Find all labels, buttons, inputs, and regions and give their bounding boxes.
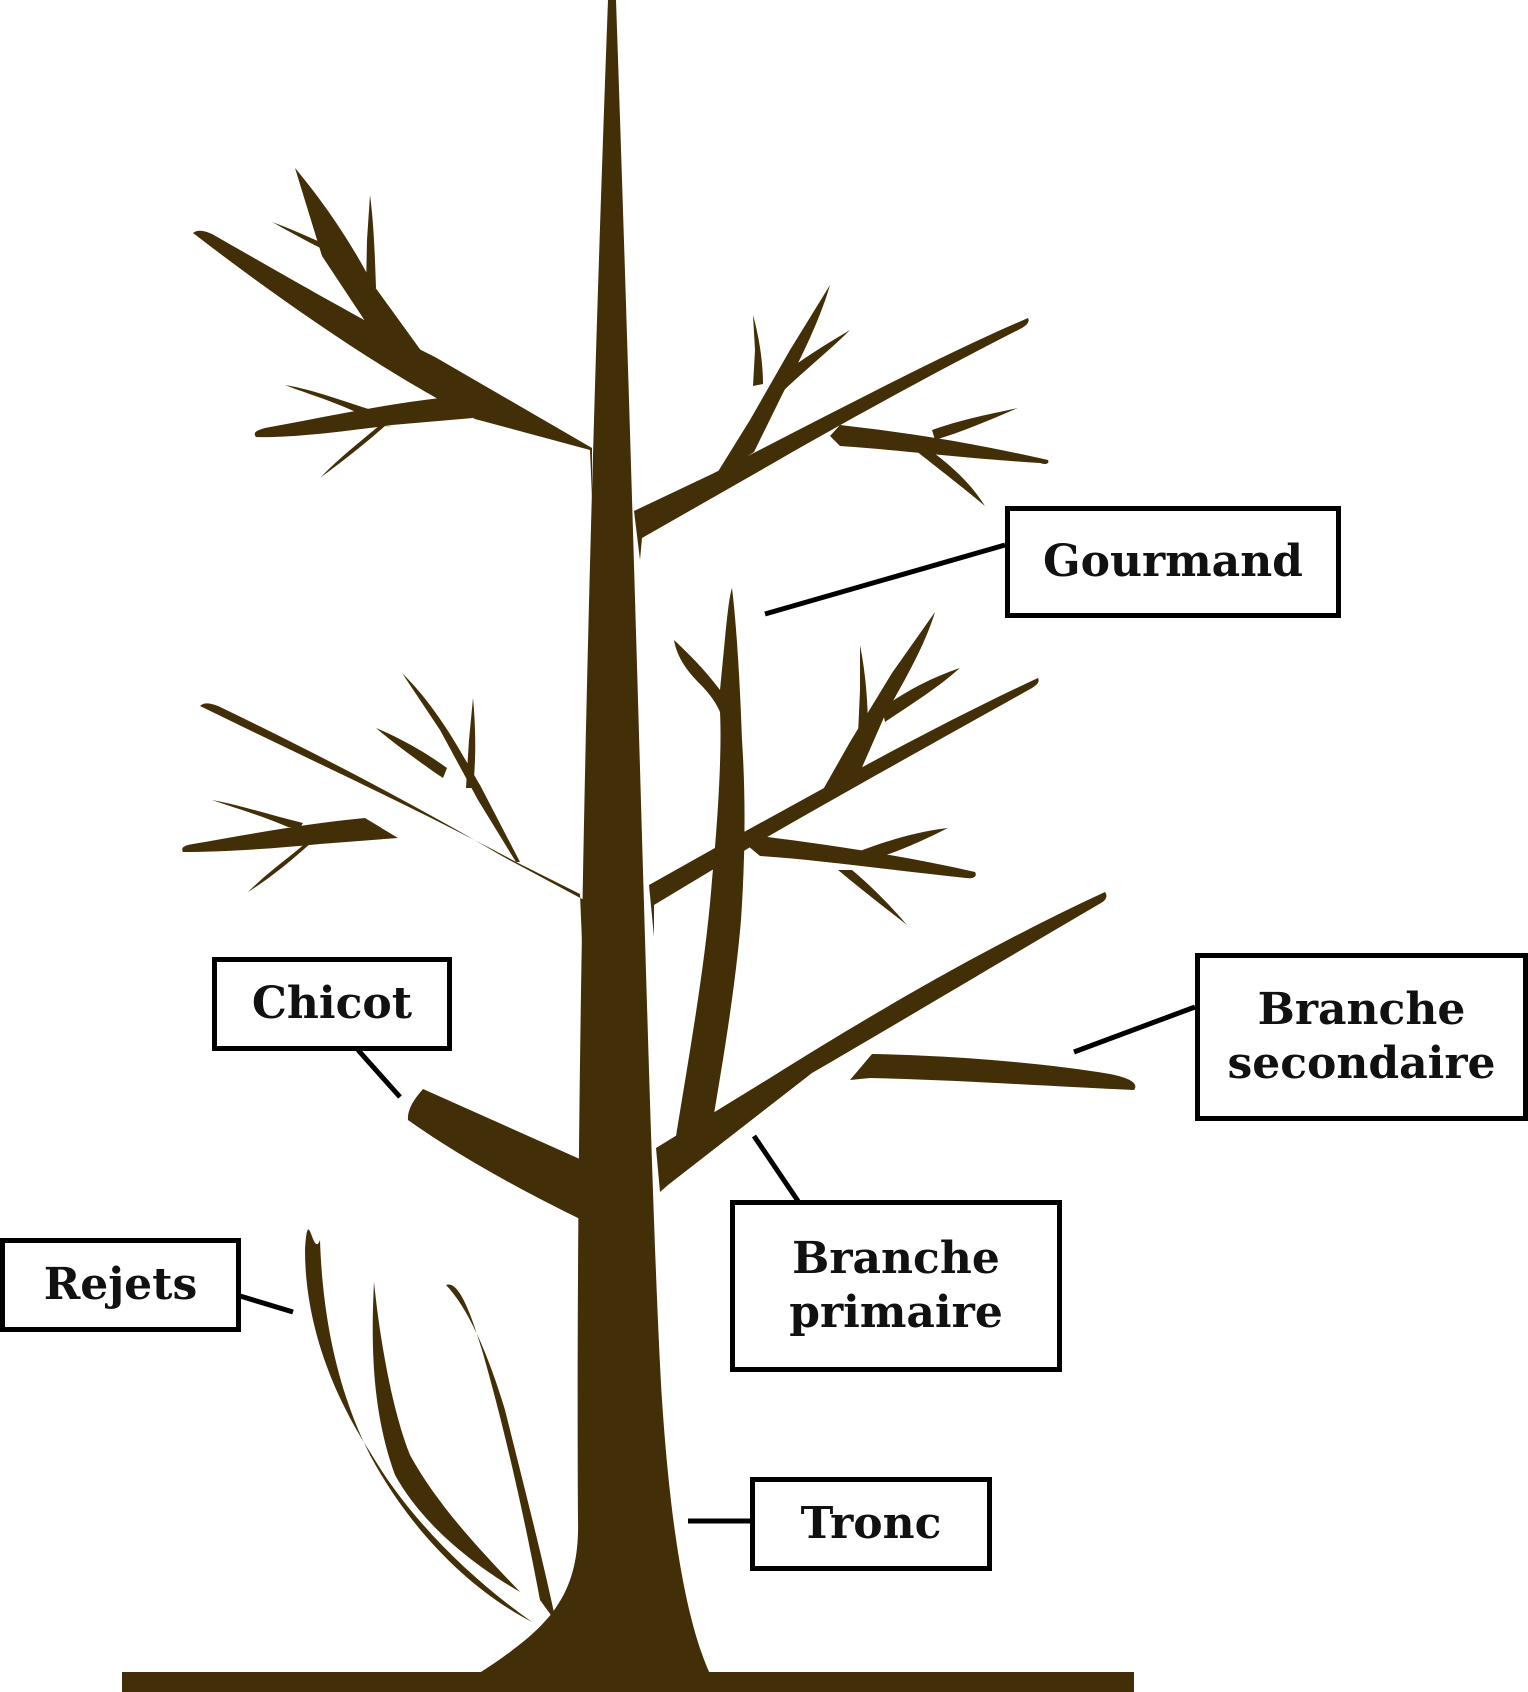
middle-left-lower-twig — [182, 818, 398, 852]
middle-left-sub-branch — [402, 673, 520, 862]
label-branche-secondaire-line2: secondaire — [1227, 1038, 1496, 1089]
middle-left-twig-b — [466, 698, 476, 788]
rejets-leader — [239, 1293, 294, 1315]
chicot-stub — [407, 1089, 582, 1220]
label-tronc-text: Tronc — [800, 1498, 942, 1550]
middle-right-lower-twig-b — [838, 870, 907, 925]
label-gourmand-text: Gourmand — [1043, 536, 1303, 588]
middle-right-sub-branch — [816, 612, 935, 802]
upper-left-sub-branch — [295, 168, 422, 355]
middle-right-twig-b — [882, 668, 960, 722]
trunk — [478, 0, 710, 1674]
upper-right-sub-branch — [714, 285, 830, 478]
middle-left-lower-twig-b — [248, 841, 322, 892]
upper-left-lower-twig-b — [320, 425, 395, 478]
upper-left-lower-twig — [254, 398, 473, 438]
label-rejets: Rejets — [0, 1238, 241, 1332]
label-branche-primaire-line1: Branche — [792, 1233, 1000, 1285]
primary-branch — [656, 892, 1107, 1192]
label-gourmand: Gourmand — [1005, 506, 1341, 618]
upper-right-lower-twig-a — [932, 408, 1018, 440]
middle-left-twig-a — [376, 728, 447, 778]
tree-illustration — [122, 0, 1136, 1692]
sucker-3 — [446, 1284, 556, 1622]
middle-right-twig-a — [858, 645, 868, 735]
upper-right-twig-b — [778, 330, 850, 392]
label-branche-secondaire-line1: Branche — [1257, 984, 1466, 1036]
branche-primaire-leader — [751, 1134, 801, 1203]
label-branche-secondaire: Branche secondaire — [1195, 953, 1528, 1121]
upper-right-lower-twig-b — [915, 450, 985, 506]
label-chicot: Chicot — [212, 957, 452, 1051]
upper-left-branch — [193, 230, 592, 498]
upper-right-twig-a — [753, 315, 763, 386]
ground-line — [122, 1672, 1134, 1692]
label-branche-primaire: Branche primaire — [730, 1200, 1062, 1372]
label-chicot-text: Chicot — [251, 978, 413, 1030]
chicot-leader — [356, 1048, 402, 1099]
upper-right-branch — [634, 318, 1029, 560]
branche-secondaire-leader — [1073, 1004, 1196, 1055]
sucker-2 — [372, 1282, 520, 1592]
upper-left-twig-b — [366, 195, 376, 288]
upper-left-twig-a — [272, 222, 350, 260]
upper-left-lower-twig-a — [285, 385, 372, 414]
gourmand-leader — [764, 542, 1006, 617]
middle-left-lower-twig-a — [212, 800, 303, 828]
middle-right-branch — [649, 678, 1039, 937]
sucker-1 — [305, 1229, 532, 1622]
label-tronc: Tronc — [750, 1477, 992, 1571]
label-branche-primaire-line2: primaire — [789, 1287, 1003, 1338]
upper-right-lower-twig — [830, 425, 1049, 464]
secondary-branch — [850, 1054, 1136, 1090]
gourmand-shoot — [674, 588, 745, 1136]
middle-right-lower-twig-a — [857, 828, 948, 862]
leader-lines — [239, 542, 1196, 1524]
label-rejets-text: Rejets — [43, 1259, 198, 1311]
